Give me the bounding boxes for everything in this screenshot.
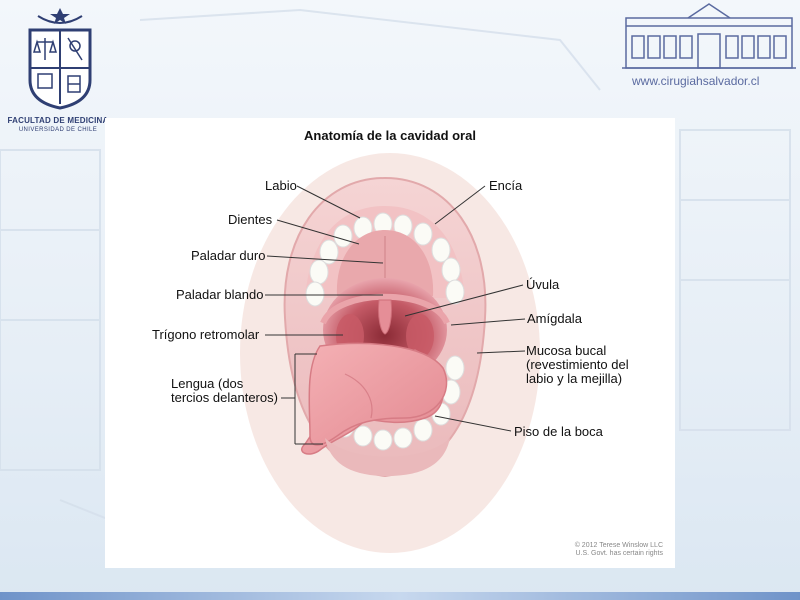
label-mucosa-bucal-line2: (revestimiento del xyxy=(526,357,629,372)
label-mucosa-bucal-line3: labio y la mejilla) xyxy=(526,371,623,386)
copyright-line-2: U.S. Govt. has certain rights xyxy=(575,550,663,557)
copyright-line-1: © 2012 Terese Winslow LLC xyxy=(574,542,663,549)
label-uvula: Úvula xyxy=(526,277,560,292)
label-encia: Encía xyxy=(489,178,523,193)
label-amigdala: Amígdala xyxy=(527,311,582,326)
label-paladar-blando: Paladar blando xyxy=(176,287,264,302)
label-trigono-retromolar: Trígono retromolar xyxy=(152,327,260,342)
label-labio: Labio xyxy=(265,178,297,193)
bottom-accent-bar xyxy=(0,592,800,600)
oral-cavity-illustration xyxy=(240,153,540,553)
label-paladar-duro: Paladar duro xyxy=(191,248,266,263)
label-mucosa-bucal: Mucosa bucal xyxy=(526,343,607,358)
faculty-logo: FACULTAD DE MEDICINA UNIVERSIDAD DE CHIL… xyxy=(6,6,116,134)
label-lengua-line2: tercios delanteros) xyxy=(171,390,278,405)
label-dientes: Dientes xyxy=(228,212,273,227)
label-piso-de-la-boca: Piso de la boca xyxy=(514,424,603,439)
university-crest-icon xyxy=(28,8,92,110)
university-name: UNIVERSIDAD DE CHILE xyxy=(18,127,98,133)
diagram-card: Anatomía de la cavidad oral xyxy=(105,118,675,568)
hospital-building-logo xyxy=(622,3,796,69)
diagram-title: Anatomía de la cavidad oral xyxy=(304,128,476,143)
label-lengua: Lengua (dos xyxy=(171,376,244,391)
institution-name: FACULTAD DE MEDICINA xyxy=(7,116,109,125)
copyright-notice: © 2012 Terese Winslow LLC U.S. Govt. has… xyxy=(575,542,663,558)
website-url[interactable]: www.cirugiahsalvador.cl xyxy=(632,74,760,88)
